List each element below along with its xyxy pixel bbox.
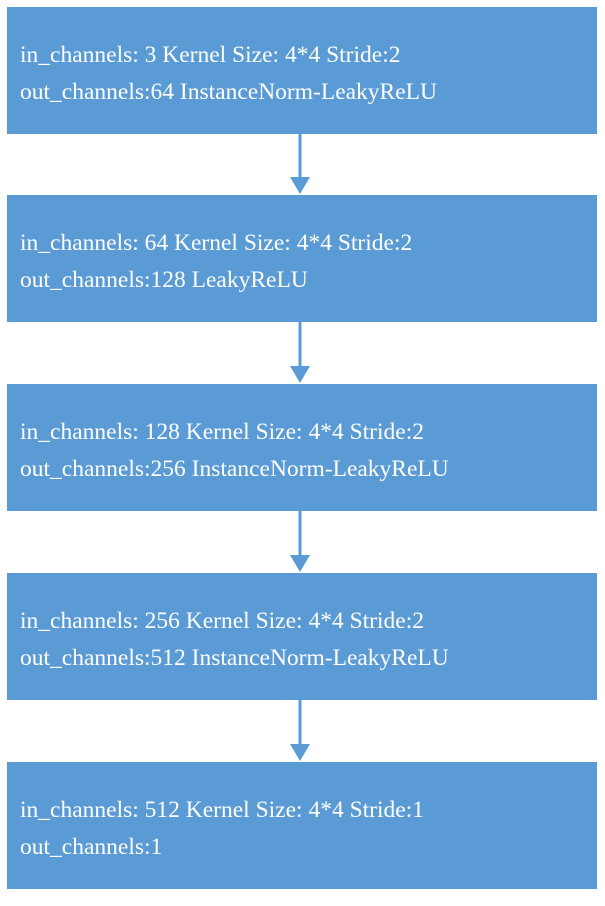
layer-2-input-params: in_channels: 64 Kernel Size: 4*4 Stride:…	[20, 230, 413, 256]
layer-4-output-params: out_channels:512 InstanceNorm-LeakyReLU	[20, 645, 449, 671]
layer-block-1: in_channels: 3 Kernel Size: 4*4 Stride:2…	[7, 7, 597, 134]
layer-5-output-params: out_channels:1	[20, 834, 163, 860]
layer-1-output-params: out_channels:64 InstanceNorm-LeakyReLU	[20, 79, 437, 105]
layer-block-2: in_channels: 64 Kernel Size: 4*4 Stride:…	[7, 195, 597, 322]
layer-block-3: in_channels: 128 Kernel Size: 4*4 Stride…	[7, 384, 597, 511]
layer-block-5: in_channels: 512 Kernel Size: 4*4 Stride…	[7, 762, 597, 889]
down-arrow-icon	[288, 700, 312, 762]
layer-block-4: in_channels: 256 Kernel Size: 4*4 Stride…	[7, 573, 597, 700]
layer-3-output-params: out_channels:256 InstanceNorm-LeakyReLU	[20, 456, 449, 482]
down-arrow-icon	[288, 133, 312, 195]
down-arrow-icon	[288, 511, 312, 573]
layer-2-output-params: out_channels:128 LeakyReLU	[20, 267, 308, 293]
layer-1-input-params: in_channels: 3 Kernel Size: 4*4 Stride:2	[20, 42, 401, 68]
layer-5-input-params: in_channels: 512 Kernel Size: 4*4 Stride…	[20, 797, 424, 823]
layer-3-input-params: in_channels: 128 Kernel Size: 4*4 Stride…	[20, 419, 424, 445]
down-arrow-icon	[288, 322, 312, 384]
layer-4-input-params: in_channels: 256 Kernel Size: 4*4 Stride…	[20, 608, 424, 634]
